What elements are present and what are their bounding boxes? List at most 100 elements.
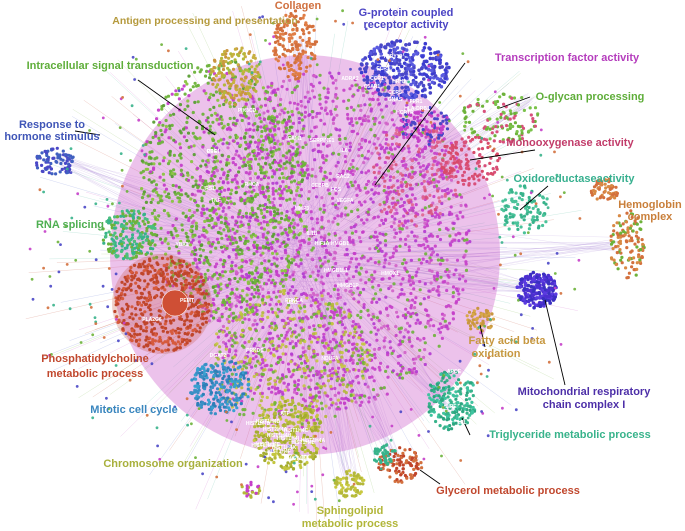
gene-node [358,403,362,407]
gene-node [416,337,420,341]
gene-node [238,295,242,299]
gene-node [277,300,281,304]
gene-node [438,237,443,242]
gene-node [280,269,284,273]
gene-node [202,130,206,134]
gene-node [286,61,290,65]
gene-node [414,182,418,186]
gene-node [412,172,416,176]
gene-node [461,274,465,278]
gene-node [268,274,273,278]
network-edge [348,250,461,254]
gene-node [378,241,382,245]
gene-node [226,66,230,70]
gene-node [266,291,271,295]
gene-node [396,132,400,136]
gene-node [280,29,285,33]
gene-node [228,105,232,109]
network-edge [180,314,261,422]
gene-node [367,119,371,123]
gene-node [358,142,362,146]
gene-node [266,189,270,193]
gene-node [268,129,272,133]
gene-node [312,373,316,378]
gene-node [255,285,259,289]
gene-node [231,338,235,342]
gene-node [307,346,311,350]
gene-node [390,111,394,115]
gene-node [354,400,358,404]
gene-node [408,183,413,187]
network-edge [304,36,318,276]
gene-node [310,248,314,252]
gene-node [195,224,199,228]
gene-node [350,84,354,88]
network-edge [382,108,492,195]
gene-node [217,345,222,349]
gene-node [266,109,270,113]
gene-node [248,199,252,203]
gene-node [414,224,418,228]
network-edge [318,293,373,445]
gene-node [200,196,204,200]
gene-node [292,201,297,205]
gene-node [385,392,389,396]
gene-node [348,381,352,385]
gene-node [424,125,428,129]
gene-node [414,239,418,243]
gene-node [200,243,204,247]
gene-node [264,156,268,160]
gene-node [436,168,440,173]
gene-node [318,73,322,77]
gene-node [162,178,166,182]
gene-node [180,193,184,197]
gene-node [339,214,343,218]
gene-node [319,166,323,170]
gene-node [349,225,353,230]
gene-node [373,176,378,180]
gene-node [292,277,296,282]
gene-node [451,317,455,321]
gene-node [261,311,265,315]
gene-node [300,28,304,32]
gene-node [227,314,231,319]
gene-node [428,247,432,251]
gene-node [245,299,249,303]
gene-node [377,283,381,288]
gene-node [275,239,280,243]
gene-node [259,177,263,181]
network-edge [52,282,246,371]
gene-node [281,121,285,125]
gene-node [390,201,394,205]
gene-node [305,27,309,31]
gene-node [313,125,317,129]
gene-node [205,230,209,234]
gene-node [232,80,236,85]
gene-node [404,237,408,241]
gene-node [203,258,207,262]
gene-node [254,89,258,93]
gene-node [290,352,294,356]
gene-node [364,281,368,285]
gene-node [246,281,250,285]
gene-node [402,200,406,205]
gene-node [330,302,335,306]
gene-node [286,291,290,295]
gene-node [336,160,340,165]
gene-node [277,389,281,394]
gene-node [373,347,377,351]
gene-node [425,239,429,243]
gene-node [355,265,359,269]
gene-node [362,305,366,309]
gene-node [299,217,303,222]
gene-node [182,127,186,131]
gene-node [450,240,454,244]
gene-node [237,266,241,270]
gene-node [397,143,402,147]
gene-node [274,189,278,193]
gene-node [222,102,226,107]
gene-node [267,259,271,263]
gene-node [206,120,210,124]
gene-node [323,255,327,259]
